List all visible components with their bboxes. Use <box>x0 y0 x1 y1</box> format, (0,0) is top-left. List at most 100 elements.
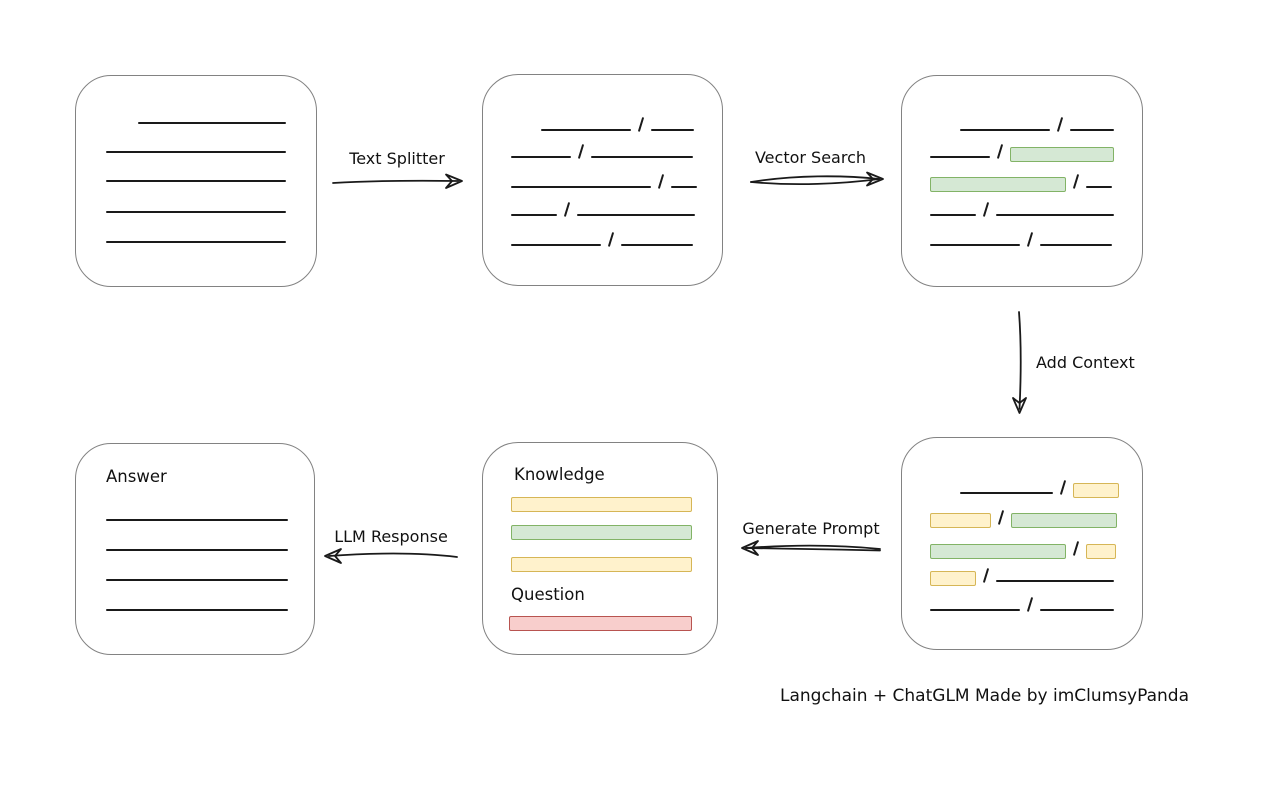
text-line <box>930 156 990 158</box>
text-line <box>930 244 1020 246</box>
answer-label: Answer <box>106 467 167 486</box>
vector-search-arrow <box>750 171 884 187</box>
chunk-row <box>106 535 288 551</box>
chunk-row <box>138 108 286 124</box>
chunk-row <box>930 566 1115 586</box>
text-line <box>577 214 696 216</box>
text-line <box>138 122 286 124</box>
text-line <box>996 580 1115 582</box>
chunk-row <box>930 230 1113 247</box>
document-box <box>75 75 317 287</box>
text-line <box>1040 609 1115 611</box>
text-line <box>960 129 1050 131</box>
yellow-bar <box>511 557 692 572</box>
chunk-row <box>930 172 1113 192</box>
green-chunk <box>1010 147 1115 162</box>
slash-separator <box>982 568 990 583</box>
matched-chunks-box <box>901 75 1143 287</box>
slash-separator <box>1072 541 1080 556</box>
knowledge-label: Knowledge <box>514 465 605 484</box>
slash-separator <box>1056 117 1064 132</box>
yellow-chunk <box>1086 544 1117 559</box>
vector-search-label: Vector Search <box>754 148 867 167</box>
question-label: Question <box>511 585 585 604</box>
text-splitter-arrow <box>332 173 463 189</box>
add-context-label: Add Context <box>1036 353 1135 372</box>
llm-response-arrow <box>324 548 458 564</box>
chunk-row <box>960 115 1115 132</box>
slash-separator <box>1072 174 1080 189</box>
text-line <box>106 211 286 213</box>
yellow-chunk <box>930 513 991 528</box>
text-line <box>106 579 288 581</box>
text-line <box>511 186 651 188</box>
caption-text: Langchain + ChatGLM Made by imClumsyPand… <box>780 686 1189 706</box>
text-line <box>1040 244 1113 246</box>
text-line <box>1070 129 1115 131</box>
chunk-row <box>960 478 1120 498</box>
text-line <box>930 609 1020 611</box>
text-line <box>106 549 288 551</box>
generate-prompt-arrow <box>741 540 881 556</box>
green-chunk <box>930 544 1066 559</box>
chunk-row <box>930 508 1118 528</box>
chunk-row <box>930 539 1117 559</box>
chunk-row <box>511 200 696 217</box>
text-line <box>106 519 288 521</box>
green-bar <box>511 525 692 540</box>
slash-separator <box>637 117 645 132</box>
slash-separator <box>657 174 665 189</box>
chunk-row <box>106 227 286 243</box>
text-line <box>106 180 286 182</box>
chunk-row <box>930 142 1115 162</box>
text-line <box>511 214 557 216</box>
context-chunks-box <box>901 437 1143 650</box>
chunk-row <box>511 172 698 189</box>
split-chunks-box <box>482 74 723 286</box>
text-line <box>1086 186 1113 188</box>
red-bar <box>509 616 692 631</box>
text-line <box>671 186 698 188</box>
chunk-row <box>106 137 286 153</box>
slash-separator <box>996 144 1004 159</box>
answer-box: Answer <box>75 443 315 655</box>
text-line <box>511 156 571 158</box>
llm-response-label: LLM Response <box>334 527 448 546</box>
prompt-box: Knowledge Question <box>482 442 718 655</box>
yellow-chunk <box>930 571 976 586</box>
generate-prompt-label: Generate Prompt <box>742 519 880 538</box>
slash-separator <box>1059 480 1067 495</box>
text-line <box>960 492 1053 494</box>
chunk-row <box>106 595 288 611</box>
green-chunk <box>1011 513 1118 528</box>
slash-separator <box>997 510 1005 525</box>
add-context-arrow <box>1012 311 1027 414</box>
chunk-row <box>511 142 694 159</box>
chunk-row <box>106 166 286 182</box>
chunk-row <box>106 505 288 521</box>
chunk-row <box>511 230 694 247</box>
chunk-row <box>106 565 288 581</box>
text-line <box>996 214 1115 216</box>
text-line <box>106 241 286 243</box>
yellow-chunk <box>1073 483 1120 498</box>
text-line <box>106 151 286 153</box>
chunk-row <box>930 200 1115 217</box>
slash-separator <box>1026 597 1034 612</box>
slash-separator <box>1026 232 1034 247</box>
green-chunk <box>930 177 1066 192</box>
text-line <box>651 129 695 131</box>
chunk-row <box>930 595 1115 612</box>
slash-separator <box>982 202 990 217</box>
slash-separator <box>577 144 585 159</box>
yellow-bar <box>511 497 692 512</box>
slash-separator <box>607 232 615 247</box>
text-line <box>591 156 694 158</box>
chunk-row <box>106 197 286 213</box>
text-line <box>930 214 976 216</box>
text-line <box>511 244 601 246</box>
text-line <box>106 609 288 611</box>
text-splitter-label: Text Splitter <box>349 149 445 168</box>
text-line <box>541 129 631 131</box>
